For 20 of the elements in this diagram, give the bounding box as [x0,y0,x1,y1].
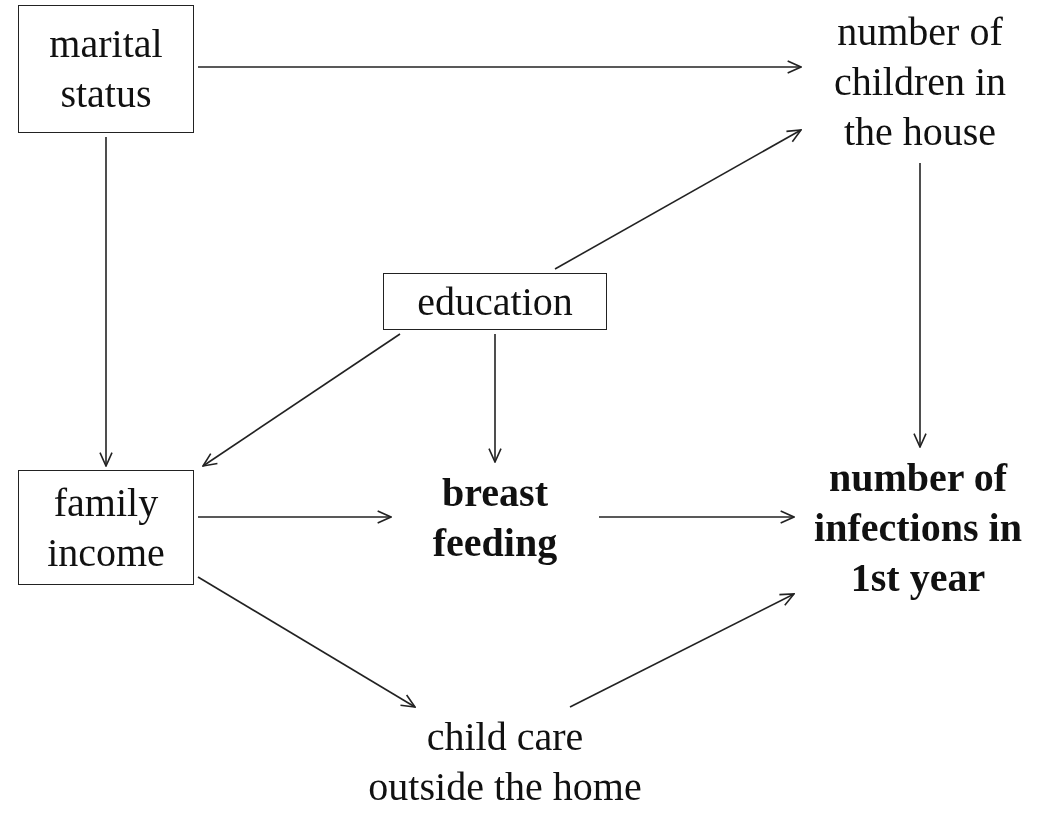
box-label: education [417,277,573,326]
arrow [99,136,113,467]
arrow [569,593,795,708]
variable-label: number of children in the house [832,8,1008,156]
arrow [554,129,802,270]
arrow [197,576,416,708]
outcome-label: number of infections in 1st year [813,454,1023,602]
variable-box [18,5,194,133]
box-label: family income [46,478,166,577]
variable-box [383,273,607,330]
arrow [202,333,401,467]
variable-box [18,470,194,585]
arrow [197,510,392,524]
box-label: marital status [48,20,164,118]
arrow [913,162,927,448]
variable-label: breast feeding [431,469,559,567]
arrow [197,60,802,74]
arrow [488,333,502,463]
variable-label: child care outside the home [367,713,643,811]
arrow [598,510,795,524]
